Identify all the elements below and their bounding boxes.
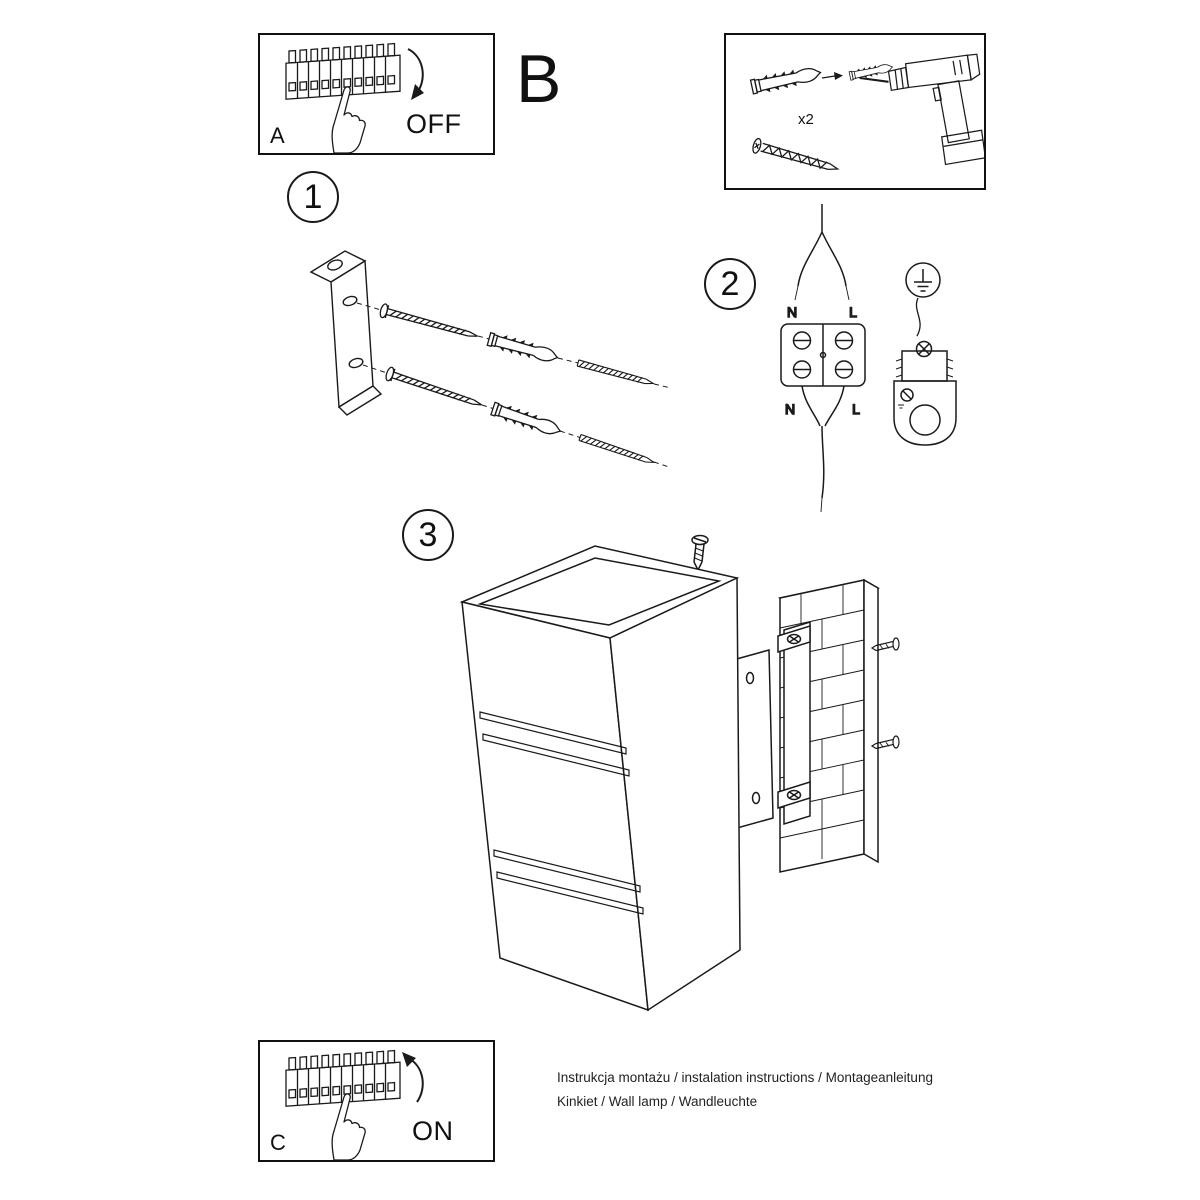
wall-anchor-small-icon (848, 64, 894, 81)
terminal-block-icon (780, 323, 866, 387)
screw-icon (752, 137, 840, 171)
panel-c-label: C (270, 1130, 286, 1155)
panel-a-label: A (270, 123, 285, 148)
breaker-off-illustration (285, 42, 424, 153)
lamp-connector-icon (893, 340, 957, 446)
ground-symbol-icon (905, 262, 941, 337)
side-screw-icon (870, 735, 900, 750)
hardware-box: x2 (724, 33, 986, 190)
label-n-top: N (787, 304, 797, 320)
footer-line-2: Kinkiet / Wall lamp / Wandleuchte (557, 1094, 758, 1109)
breaker-on-illustration (285, 1049, 424, 1160)
step-3-badge: 3 (402, 509, 454, 561)
arrow-up-icon (407, 1057, 424, 1103)
breaker-off-panel: A OFF (258, 33, 495, 155)
label-l-bottom: L (852, 401, 860, 417)
section-label-b: B (516, 41, 562, 117)
anchor-quantity: x2 (798, 111, 814, 128)
step-2-badge: 2 (704, 258, 756, 310)
side-screw-icon (870, 637, 900, 652)
step1-bracket-illustration (309, 250, 672, 468)
lamp-body-icon (459, 545, 741, 1012)
mounting-bracket-icon (309, 250, 383, 416)
screw-icon (378, 302, 481, 344)
arrow-down-head-icon (411, 84, 424, 100)
panel-c-action: ON (412, 1116, 454, 1146)
breaker-strip-icon (285, 1049, 401, 1107)
drill-icon (859, 53, 984, 166)
lamp-slot (479, 711, 644, 915)
alignment-dash-lines (356, 302, 672, 468)
hand-icon (331, 1093, 366, 1160)
wall-bracket-icon (777, 620, 811, 826)
breaker-on-panel: C ON (258, 1040, 495, 1162)
step2-wiring-illustration: N L N L (780, 204, 957, 513)
hardware-illustration (749, 53, 984, 171)
threaded-screw-icon (576, 359, 655, 388)
wall-anchor-icon (486, 330, 561, 367)
step3-lamp-illustration (459, 534, 900, 1012)
breaker-strip-icon (285, 42, 401, 100)
wall-anchor-icon (489, 399, 564, 440)
footer-line-1: Instrukcja montażu / instalation instruc… (557, 1070, 933, 1085)
supply-wires-icon (794, 204, 850, 301)
hand-icon (331, 86, 366, 153)
wall-anchor-icon (749, 68, 822, 95)
threaded-screw-icon (578, 433, 656, 467)
lamp-wires-icon (801, 385, 845, 513)
arrow-right-icon (821, 72, 843, 80)
panel-a-action: OFF (406, 109, 462, 139)
label-l-top: L (849, 304, 857, 320)
step-1-badge: 1 (287, 171, 339, 223)
screw-icon (383, 365, 485, 413)
arrow-up-head-icon (402, 1052, 416, 1067)
footer-text: Instrukcja montażu / instalation instruc… (557, 1066, 933, 1114)
label-n-bottom: N (785, 401, 795, 417)
